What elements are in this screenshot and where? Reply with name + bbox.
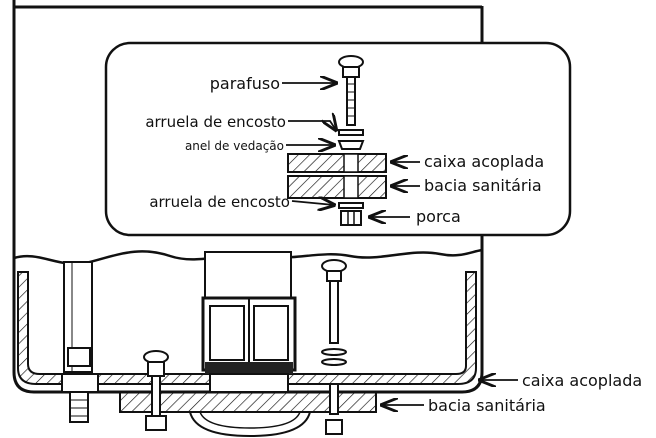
exploded-bolt [321,259,347,435]
detail-stack [287,129,387,226]
tank-wall-section [17,271,477,385]
label-parafuso: parafuso [210,74,280,93]
detail-screw [338,55,364,126]
flush-valve-body [201,251,297,393]
fill-valve-pipe [61,261,99,423]
label-bacia-sanitaria-main: bacia sanitária [428,396,546,415]
installed-bolt [143,350,169,431]
leader-arrows [282,83,518,405]
label-caixa-acoplada-detail: caixa acoplada [424,152,544,171]
label-arruela-encosto-bottom: arruela de encosto [149,193,290,211]
detail-callout-box [104,41,572,237]
label-arruela-encosto-top: arruela de encosto [145,113,286,131]
label-anel-vedacao: anel de vedação [185,139,284,153]
label-caixa-acoplada-main: caixa acoplada [522,371,642,390]
label-bacia-sanitaria-detail: bacia sanitária [424,176,542,195]
label-porca: porca [416,207,461,226]
